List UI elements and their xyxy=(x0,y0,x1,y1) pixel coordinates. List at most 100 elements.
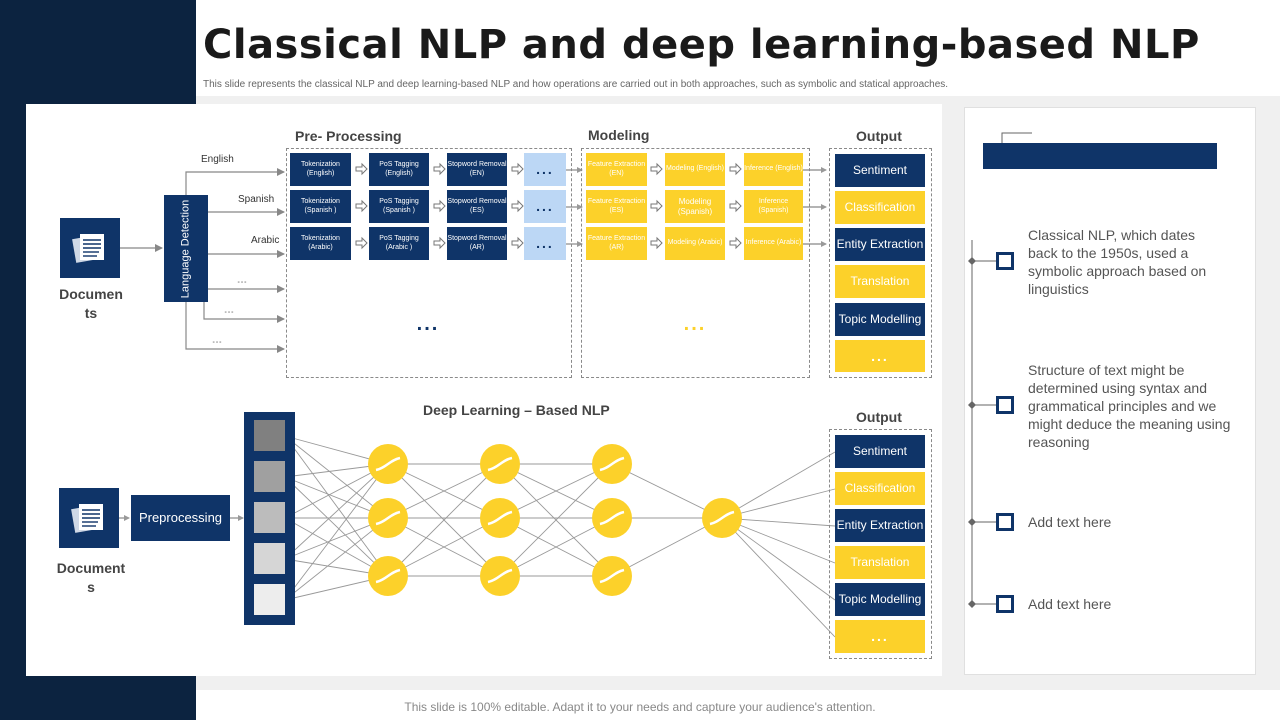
deep-output-header: Output xyxy=(856,409,902,425)
network-edge xyxy=(499,463,613,519)
deep-output-entity-extraction: Entity Extraction xyxy=(835,509,925,542)
deep-learning-header: Deep Learning – Based NLP xyxy=(423,402,610,418)
deep-output-topic-modelling: Topic Modelling xyxy=(835,583,925,616)
inference-arabic-box: Inference (Arabic) xyxy=(744,227,803,260)
output-translation: Translation xyxy=(835,265,925,298)
network-edge xyxy=(284,435,389,577)
pos-tagging-english-box: PoS Tagging (English) xyxy=(369,153,429,186)
timeline-item-4: Add text here xyxy=(1028,596,1112,612)
stopword-removal-es-box: Stopword Removal (ES) xyxy=(447,190,507,223)
page-title: Classical NLP and deep learning-based NL… xyxy=(203,22,1200,68)
input-cell xyxy=(254,584,285,615)
network-edge xyxy=(387,517,501,577)
output-sentiment: Sentiment xyxy=(835,154,925,187)
output-classification: Classification xyxy=(835,191,925,224)
lang-arabic-label: Arabic xyxy=(251,235,280,246)
modeling-more-dots: ... xyxy=(683,312,707,335)
modeling-spanish-box: Modeling (Spanish) xyxy=(665,190,725,223)
network-edge xyxy=(611,517,723,577)
pos-tagging-arabic-box: PoS Tagging (Arabic ) xyxy=(369,227,429,260)
stopword-removal-ar-box: Stopword Removal (AR) xyxy=(447,227,507,260)
timeline-header-bar xyxy=(983,143,1217,169)
language-detection-box: Language Detection xyxy=(164,195,208,302)
network-edge xyxy=(284,517,389,601)
neuron-node xyxy=(480,498,520,538)
neuron-node xyxy=(368,556,408,596)
modeling-header: Modeling xyxy=(588,127,650,143)
inference-english-box: Inference (English) xyxy=(744,153,803,186)
feature-extraction-ar-box: Feature Extraction (AR) xyxy=(586,227,647,260)
more-languages-dots: ... xyxy=(212,332,223,346)
modeling-group xyxy=(581,148,810,378)
footer-note: This slide is 100% editable. Adapt it to… xyxy=(404,700,876,714)
deep-output-group xyxy=(829,429,932,659)
modeling-arabic-box: Modeling (Arabic) xyxy=(665,227,725,260)
timeline-marker xyxy=(996,396,1014,414)
pos-tagging-spanish-box: PoS Tagging (Spanish ) xyxy=(369,190,429,223)
neuron-node xyxy=(592,498,632,538)
neuron-node xyxy=(368,498,408,538)
documents-icon xyxy=(59,488,119,548)
tokenization-spanish-box: Tokenization (Spanish ) xyxy=(290,190,351,223)
input-cell xyxy=(254,461,285,492)
network-edge xyxy=(387,463,501,577)
inference-spanish-box: Inference (Spanish) xyxy=(744,190,803,223)
neuron-node xyxy=(480,444,520,484)
output-topic-modelling: Topic Modelling xyxy=(835,303,925,336)
input-cell xyxy=(254,420,285,451)
timeline-panel xyxy=(964,107,1256,675)
feature-extraction-es-box: Feature Extraction (ES) xyxy=(586,190,647,223)
network-edge xyxy=(387,463,501,519)
more-languages-dots: ... xyxy=(237,272,248,286)
more-steps-dots: ... xyxy=(524,227,566,260)
lang-spanish-label: Spanish xyxy=(238,194,275,205)
more-languages-dots: ... xyxy=(224,302,235,316)
network-edge xyxy=(284,463,389,601)
neuron-node xyxy=(702,498,742,538)
modeling-english-box: Modeling (English) xyxy=(665,153,725,186)
network-edge xyxy=(721,451,836,519)
preprocessing-more-dots: ... xyxy=(416,312,440,335)
deep-output-sentiment: Sentiment xyxy=(835,435,925,468)
page-subtitle: This slide represents the classical NLP … xyxy=(203,79,949,90)
more-steps-dots: ... xyxy=(524,190,566,223)
neuron-node xyxy=(592,556,632,596)
network-edge xyxy=(499,517,613,577)
more-steps-dots: ... xyxy=(524,153,566,186)
network-edge xyxy=(284,435,389,519)
preprocessing-header: Pre- Processing xyxy=(295,128,402,144)
timeline-marker xyxy=(996,513,1014,531)
timeline-item-1: Classical NLP, which dates back to the 1… xyxy=(1028,227,1207,297)
preprocessing-group xyxy=(286,148,572,378)
timeline-marker xyxy=(996,595,1014,613)
output-group xyxy=(829,148,932,378)
input-cell xyxy=(254,502,285,533)
output-header: Output xyxy=(856,128,902,144)
network-edge xyxy=(721,517,836,638)
output-more: ... xyxy=(835,340,925,372)
neuron-node xyxy=(368,444,408,484)
lang-english-label: English xyxy=(201,154,234,165)
timeline-marker xyxy=(996,252,1014,270)
network-edge xyxy=(611,463,723,519)
neuron-node xyxy=(592,444,632,484)
timeline-item-2: Structure of text might be determined us… xyxy=(1028,362,1231,450)
output-entity-extraction: Entity Extraction xyxy=(835,228,925,261)
neuron-node xyxy=(480,556,520,596)
network-edge xyxy=(284,476,389,577)
feature-extraction-en-box: Feature Extraction (EN) xyxy=(586,153,647,186)
network-edge xyxy=(499,463,613,577)
network-edge xyxy=(284,463,389,560)
input-cell xyxy=(254,543,285,574)
network-edge xyxy=(721,517,836,601)
timeline-item-3: Add text here xyxy=(1028,514,1112,530)
tokenization-arabic-box: Tokenization (Arabic) xyxy=(290,227,351,260)
tokenization-english-box: Tokenization (English) xyxy=(290,153,351,186)
deep-output-classification: Classification xyxy=(835,472,925,505)
deep-output-translation: Translation xyxy=(835,546,925,579)
preprocessing-box: Preprocessing xyxy=(131,495,230,541)
stopword-removal-en-box: Stopword Removal (EN) xyxy=(447,153,507,186)
